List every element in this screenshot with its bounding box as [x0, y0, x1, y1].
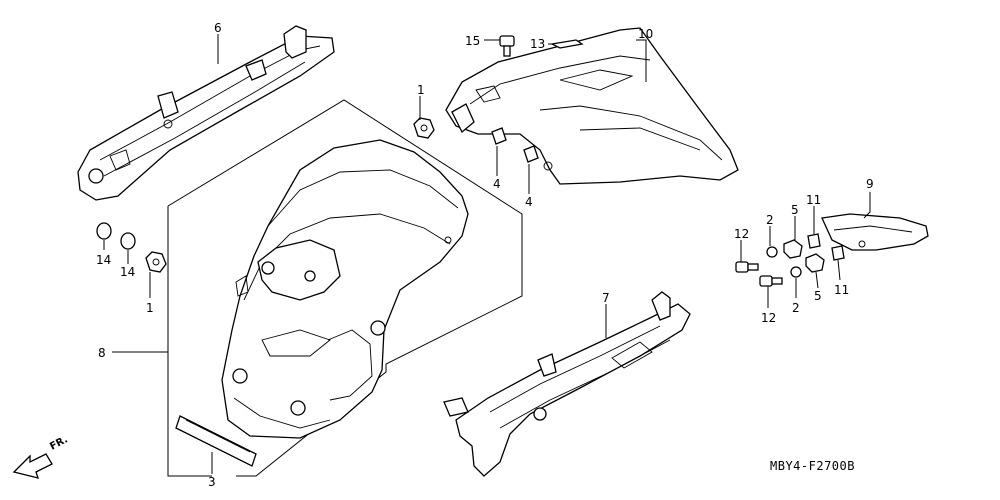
callout-6: 6 [214, 21, 222, 35]
front-direction-arrow: FR. [12, 434, 70, 479]
part-9-cover [821, 213, 929, 251]
callout-8: 8 [98, 346, 106, 360]
leader-lines [103, 34, 871, 474]
callout-12-a: 12 [734, 227, 749, 241]
assembly-frame-8 [167, 99, 523, 477]
part-12-bolt-b [759, 275, 783, 287]
part-12-bolt-a [735, 261, 759, 273]
callout-14-a: 14 [96, 253, 111, 267]
callout-13: 13 [530, 37, 545, 51]
callout-5-a: 5 [791, 203, 799, 217]
part-2-washer-b [790, 266, 802, 278]
part-4-clip-nut-b [523, 145, 539, 163]
callout-2-a: 2 [766, 213, 774, 227]
callout-3: 3 [208, 475, 216, 489]
callout-10: 10 [638, 27, 653, 41]
part-3-plate [175, 415, 257, 467]
part-1-grommet-upper [413, 117, 435, 139]
part-8-rear-fender [221, 139, 469, 439]
diagram-code: MBY4-F2700B [770, 459, 855, 473]
callout-7: 7 [602, 291, 610, 305]
part-14-cap-b [120, 232, 136, 250]
part-7-rail [443, 291, 691, 477]
callout-14-b: 14 [120, 265, 135, 279]
callout-9: 9 [866, 177, 874, 191]
callout-5-b: 5 [814, 289, 822, 303]
callout-1-upper: 1 [417, 83, 425, 97]
callout-4-b: 4 [525, 195, 533, 209]
part-11-clip-b [831, 245, 845, 261]
callout-2-b: 2 [792, 301, 800, 315]
callout-4-a: 4 [493, 177, 501, 191]
front-direction-label: FR. [48, 434, 70, 452]
callout-1-lower: 1 [146, 301, 154, 315]
hardware-group [735, 233, 845, 287]
part-1-grommet-lower [145, 251, 167, 273]
part-4-clip-nut-a [491, 127, 507, 145]
callout-11-a: 11 [806, 193, 821, 207]
callout-15: 15 [465, 34, 480, 48]
callout-labels: 6 15 13 10 1 4 4 9 14 14 1 12 2 5 11 12 … [96, 21, 874, 489]
part-11-clip-a [807, 233, 821, 249]
part-2-washer-a [766, 246, 778, 258]
part-6-rail-bracket [77, 25, 335, 201]
part-13-clip [549, 39, 584, 49]
callout-11-b: 11 [834, 283, 849, 297]
callout-12-b: 12 [761, 311, 776, 325]
part-5-nut-b [805, 253, 825, 273]
part-15-bolt [499, 35, 515, 57]
part-14-cap-a [96, 222, 112, 240]
part-5-nut-a [783, 239, 803, 259]
part-10-front-fender [445, 27, 739, 185]
